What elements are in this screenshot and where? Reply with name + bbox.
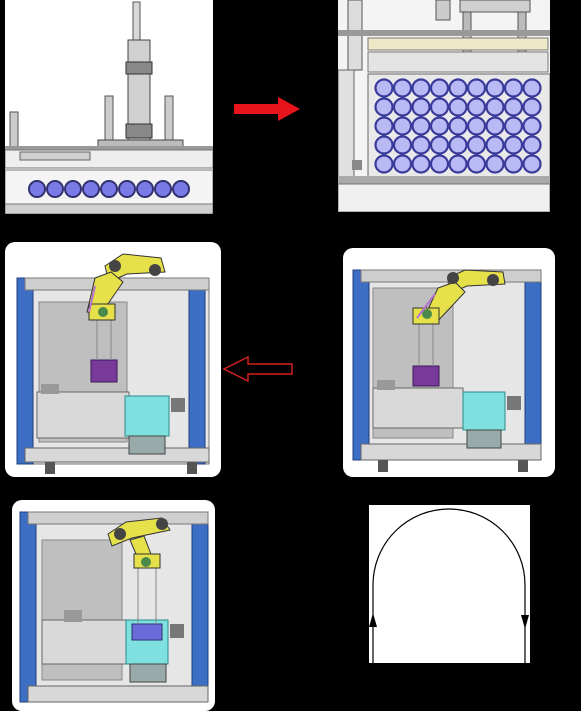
vial (448, 135, 468, 155)
vial (392, 116, 413, 136)
vial (411, 135, 431, 155)
vial (485, 116, 505, 136)
vial (374, 154, 394, 174)
vial (411, 116, 431, 136)
press-plunger-panel (5, 0, 213, 214)
vial-tray-panel (338, 0, 550, 212)
vial (392, 78, 413, 98)
vial (429, 78, 450, 98)
vial (411, 154, 431, 174)
down-arrowhead (521, 615, 529, 629)
vial (485, 135, 505, 155)
vial-tray-drawing (338, 0, 550, 212)
vial (466, 154, 487, 174)
vial (374, 135, 394, 155)
vial (411, 78, 431, 98)
vial (448, 97, 468, 117)
vial (522, 154, 542, 174)
vial (429, 116, 450, 136)
flow-loop-panel (369, 505, 530, 663)
vial (429, 135, 450, 155)
vial (374, 78, 394, 98)
vial (374, 116, 394, 136)
vial-grid (374, 78, 542, 174)
vial (503, 135, 524, 155)
vial (485, 97, 505, 117)
robot-above-tray-panel (343, 248, 555, 477)
up-arrowhead (369, 613, 377, 627)
robot-lift-vials-drawing (16, 253, 210, 474)
robot-arm (107, 517, 171, 569)
vial (522, 116, 542, 136)
press-plunger-drawing (5, 1, 213, 214)
vial (522, 97, 542, 117)
vial (485, 78, 505, 98)
vial (374, 97, 394, 117)
vial (429, 154, 450, 174)
vial (448, 154, 468, 174)
robot-place-in-bath-panel (12, 500, 215, 711)
vial (429, 97, 450, 117)
vial (522, 78, 542, 98)
vial (466, 78, 487, 98)
robot-above-tray-drawing (352, 269, 542, 472)
robot-lift-vials-panel (5, 242, 221, 477)
vial (522, 135, 542, 155)
vial-row (28, 180, 190, 198)
vial (448, 116, 468, 136)
vial (392, 97, 413, 117)
vial (392, 154, 413, 174)
robot-place-in-bath-drawing (19, 511, 209, 703)
robot-arm (86, 253, 166, 321)
robot-arm (412, 269, 506, 325)
vial (466, 97, 487, 117)
vial (392, 135, 413, 155)
vial (503, 116, 524, 136)
vial (485, 154, 505, 174)
left-arrow-icon (222, 356, 293, 382)
vial (503, 78, 524, 98)
right-arrow-icon (234, 97, 300, 121)
vial (448, 78, 468, 98)
vial (503, 97, 524, 117)
vial (466, 116, 487, 136)
vial (411, 97, 431, 117)
vial (503, 154, 524, 174)
vial (466, 135, 487, 155)
loop-arrow-icon (369, 508, 529, 663)
